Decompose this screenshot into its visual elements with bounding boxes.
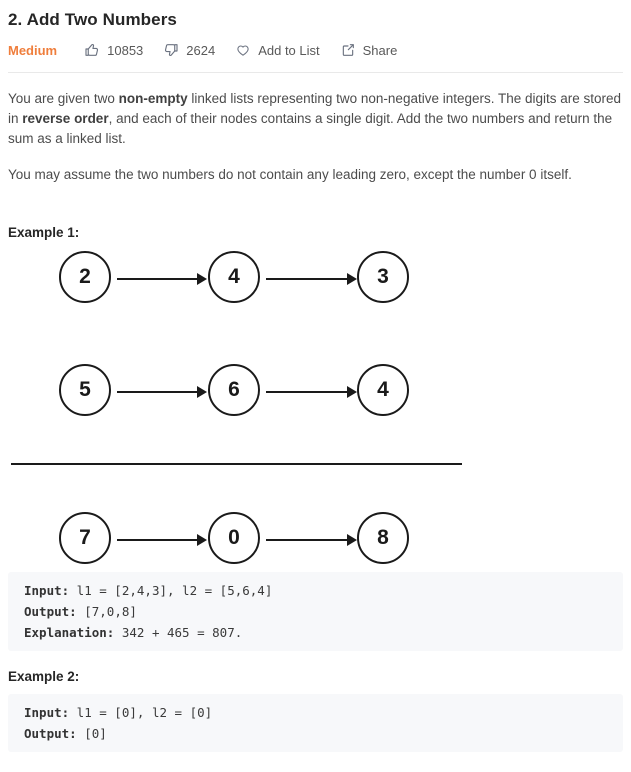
page-title: 2. Add Two Numbers [8, 10, 177, 29]
output-label: Output: [24, 604, 77, 619]
code-input-line: Input: l1 = [2,4,3], l2 = [5,6,4] [24, 580, 607, 601]
code-output-line: Output: [7,0,8] [24, 601, 607, 622]
code-input-line: Input: l1 = [0], l2 = [0] [24, 702, 607, 723]
stats-row: Medium 10853 2624 [8, 40, 623, 60]
example-2-label: Example 2: [8, 669, 80, 684]
desc-bold-non-empty: non-empty [118, 91, 188, 106]
divider [8, 72, 623, 73]
dislike-button[interactable]: 2624 [163, 42, 215, 58]
list-node: 4 [357, 364, 409, 416]
code-output-line: Output: [0] [24, 723, 607, 744]
dislike-count: 2624 [186, 42, 216, 58]
list-node: 3 [357, 251, 409, 303]
arrow-icon [266, 534, 357, 546]
desc-text: linked lists representing two non-negati… [8, 91, 622, 126]
arrow-icon [266, 386, 357, 398]
arrow-icon [117, 386, 207, 398]
description-paragraph-2: You may assume the two numbers do not co… [8, 167, 572, 182]
difficulty-badge: Medium [8, 42, 58, 58]
add-to-list-label: Add to List [258, 42, 320, 58]
sum-divider-line [11, 463, 462, 465]
list-node: 2 [59, 251, 111, 303]
list-node: 8 [357, 512, 409, 564]
example-1-code-block: Input: l1 = [2,4,3], l2 = [5,6,4] Output… [8, 572, 623, 651]
input-value: l1 = [0], l2 = [0] [69, 705, 213, 720]
output-value: [0] [76, 726, 107, 741]
linked-list-diagram: 2 4 3 5 6 4 7 0 8 [8, 242, 623, 572]
share-button[interactable]: Share [340, 42, 398, 58]
list-node: 7 [59, 512, 111, 564]
output-label: Output: [24, 726, 77, 741]
desc-text: , and each of their nodes contains a sin… [8, 111, 613, 146]
arrow-icon [117, 273, 207, 285]
list-node: 0 [208, 512, 260, 564]
share-label: Share [362, 42, 398, 58]
desc-bold-reverse-order: reverse order [22, 111, 109, 126]
share-icon [340, 42, 356, 58]
description-paragraph-1: You are given two non-empty linked lists… [8, 89, 622, 149]
arrow-icon [266, 273, 357, 285]
like-button[interactable]: 10853 [84, 42, 143, 58]
input-value: l1 = [2,4,3], l2 = [5,6,4] [69, 583, 273, 598]
thumbs-down-icon [163, 42, 179, 58]
thumbs-up-icon [84, 42, 100, 58]
heart-icon [235, 42, 251, 58]
list-node: 5 [59, 364, 111, 416]
output-value: [7,0,8] [76, 604, 137, 619]
code-explanation-line: Explanation: 342 + 465 = 807. [24, 622, 607, 643]
example-1-label: Example 1: [8, 225, 80, 240]
desc-text: You are given two [8, 91, 119, 106]
list-node: 6 [208, 364, 260, 416]
like-count: 10853 [107, 42, 144, 58]
problem-page: 2. Add Two Numbers Medium 10853 2624 [0, 10, 631, 766]
input-label: Input: [24, 705, 70, 720]
explanation-value: 342 + 465 = 807. [114, 625, 243, 640]
list-node: 4 [208, 251, 260, 303]
input-label: Input: [24, 583, 70, 598]
explanation-label: Explanation: [24, 625, 115, 640]
add-to-list-button[interactable]: Add to List [235, 42, 320, 58]
example-2-code-block: Input: l1 = [0], l2 = [0] Output: [0] [8, 694, 623, 752]
arrow-icon [117, 534, 207, 546]
